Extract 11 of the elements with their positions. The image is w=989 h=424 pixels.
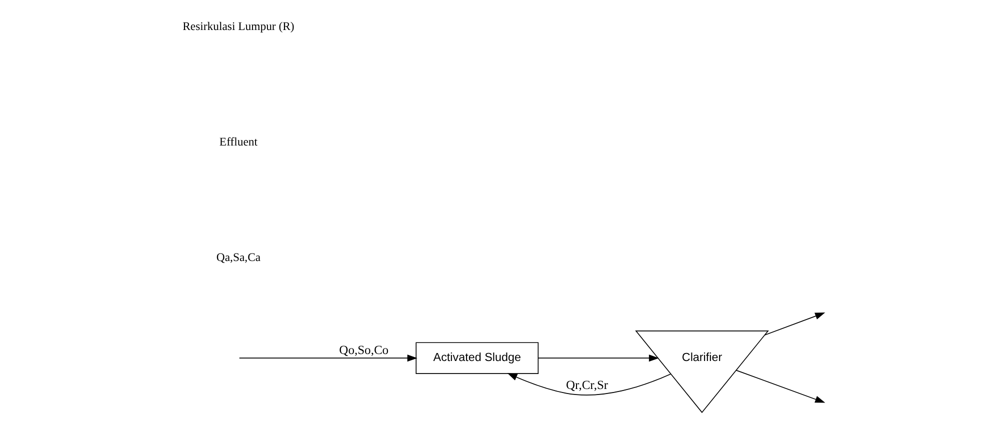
label: Effluent — [218, 136, 258, 148]
label: Resirkulasi Lumpur (R) — [182, 20, 294, 34]
edge-label: Qo,So,Co — [338, 342, 388, 357]
arrow — [735, 370, 825, 403]
arrow — [537, 354, 658, 362]
arrow — [238, 354, 417, 362]
label: Qa,Sa,Ca — [216, 250, 260, 264]
arrow — [506, 373, 671, 396]
edge-label: Qr,Cr,Sr — [566, 378, 608, 392]
arrow — [764, 312, 825, 336]
node-box: Activated Sludge — [415, 342, 538, 374]
